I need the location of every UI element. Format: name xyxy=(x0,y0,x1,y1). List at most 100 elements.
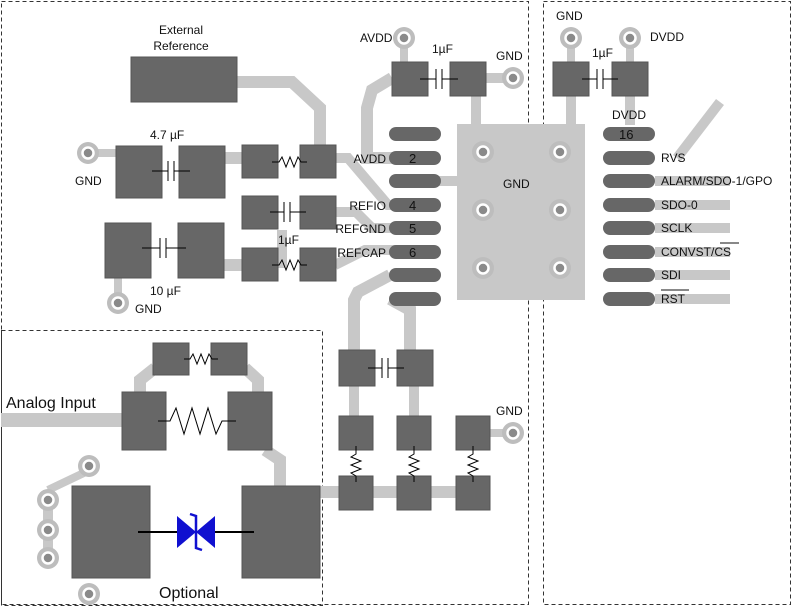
cap-10uf-label: 10 µF xyxy=(150,284,181,298)
dvdd-top-label: DVDD xyxy=(650,30,684,44)
res-a-pad-top xyxy=(338,415,374,451)
ic-left-pin xyxy=(389,292,441,306)
res-input-main-symbol xyxy=(158,406,236,436)
via-hole xyxy=(553,203,567,217)
res-b-symbol xyxy=(407,446,421,482)
vias xyxy=(37,27,641,605)
cap-dvdd-symbol xyxy=(582,69,618,89)
via-hole xyxy=(553,145,567,159)
res-input-top-pad-left xyxy=(152,342,190,376)
ic-left-pin-name: REFCAP xyxy=(337,246,386,260)
via-hole xyxy=(553,261,567,275)
via-hole xyxy=(506,426,520,440)
cap-10uf-symbol xyxy=(142,238,186,258)
resistor-symbols xyxy=(158,155,480,482)
res-ref-symbol xyxy=(272,155,307,169)
ic-right-pin xyxy=(603,268,655,282)
via-hole xyxy=(82,459,96,473)
via-hole xyxy=(81,146,95,160)
trace-ainm xyxy=(387,293,416,352)
analog-region-box xyxy=(1,1,529,605)
ic-left-pin xyxy=(389,174,441,188)
trace-input-loop xyxy=(134,363,264,394)
tvs-triangle-right xyxy=(196,516,215,548)
avdd-top-label: AVDD xyxy=(360,31,393,45)
ic-right-pin-name: SDO-0 xyxy=(661,198,698,212)
ic-left-pin-number: 4 xyxy=(409,198,416,213)
via-hole xyxy=(111,296,125,310)
via-hole xyxy=(564,31,578,45)
ic-left-pin xyxy=(389,198,441,212)
ext-ref-pad xyxy=(130,56,238,103)
res-input-top-symbol xyxy=(184,352,218,366)
cap-1uf-ref-symbol xyxy=(270,202,306,222)
tvs-triangle-left xyxy=(177,516,196,548)
via-hole xyxy=(41,493,55,507)
ic-right-pin xyxy=(603,198,655,212)
tvs-diode-symbol xyxy=(138,512,254,552)
cap-input-symbol xyxy=(368,358,404,378)
external-reference-label-line1: External xyxy=(159,23,203,37)
ic-left-pins: 2 AVDD 4 REFIO 5 REFGND 6 REFCAP xyxy=(335,127,441,306)
ic-right-pin-name: ALARM/SDO-1/GPO xyxy=(661,174,772,188)
ic-right-pin-number: 16 xyxy=(619,127,633,142)
res-c-pad-top xyxy=(455,415,491,451)
ic-right-pin-name: DVDD xyxy=(612,108,646,122)
gnd-left-label: GND xyxy=(75,174,102,188)
ic-left-pin xyxy=(389,151,441,165)
ic-right-pin-name: CONVST/CS xyxy=(661,245,731,259)
trace-ext-ref xyxy=(236,76,326,158)
via-hole xyxy=(476,203,490,217)
ic-right-pin xyxy=(603,127,655,141)
input-region-box xyxy=(1,330,323,606)
trace-avdd-top xyxy=(361,72,408,164)
ic-right-pin xyxy=(603,221,655,235)
res-a-symbol xyxy=(349,446,363,482)
ic-left-pin-name: REFIO xyxy=(349,199,386,213)
ic-left-pin-name: AVDD xyxy=(354,152,387,166)
cap-1uf-dvdd-label: 1µF xyxy=(592,46,613,60)
ic-right-pin xyxy=(603,151,655,165)
ic-right-pin xyxy=(603,292,655,306)
via-hole xyxy=(82,587,96,601)
ic-right-pin-name: RST xyxy=(661,292,686,306)
cap-10uf-pad-right xyxy=(177,222,225,279)
ic-right-pin-name: SDI xyxy=(661,268,681,282)
cap-4p7uf-label: 4.7 µF xyxy=(150,128,184,142)
trace-ainp xyxy=(348,269,393,352)
active-low-overbars xyxy=(661,242,739,291)
digital-region-box xyxy=(543,1,791,605)
external-reference-label-line2: Reference xyxy=(153,39,209,53)
cap-4p7-pad-left xyxy=(115,145,163,199)
gnd-bottom-right-label: GND xyxy=(496,404,523,418)
center-gnd-label: GND xyxy=(503,177,530,191)
ic-right-pin xyxy=(603,245,655,259)
via-hole xyxy=(397,31,411,45)
capacitor-symbols xyxy=(142,69,618,378)
res-c-symbol xyxy=(466,446,480,482)
cap-10uf-pad-left xyxy=(104,222,152,279)
via-hole xyxy=(476,145,490,159)
ic-right-pin-name: SCLK xyxy=(661,221,692,235)
ic-right-pin-name: RVS xyxy=(661,151,685,165)
ic-left-pin-number: 6 xyxy=(409,245,416,260)
trace-rvs-out xyxy=(673,98,724,162)
ic-left-pin-number: 2 xyxy=(409,151,416,166)
tvs-pad-right xyxy=(241,485,321,579)
analog-input-label: Analog Input xyxy=(6,395,96,412)
via-hole xyxy=(623,31,637,45)
cap-4p7-symbol xyxy=(152,161,190,181)
res-a-pad-bottom xyxy=(338,475,374,511)
cap-avdd-pad-left xyxy=(391,61,429,97)
ic-left-pin xyxy=(389,127,441,141)
ic-left-pin-number: 5 xyxy=(409,221,416,236)
via-hole xyxy=(41,551,55,565)
gnd-10uf-label: GND xyxy=(135,302,162,316)
ic-left-pin xyxy=(389,221,441,235)
ic-right-pin xyxy=(603,174,655,188)
ic-left-pin-name: REFGND xyxy=(335,222,386,236)
gnd-top-right-label: GND xyxy=(556,9,583,23)
